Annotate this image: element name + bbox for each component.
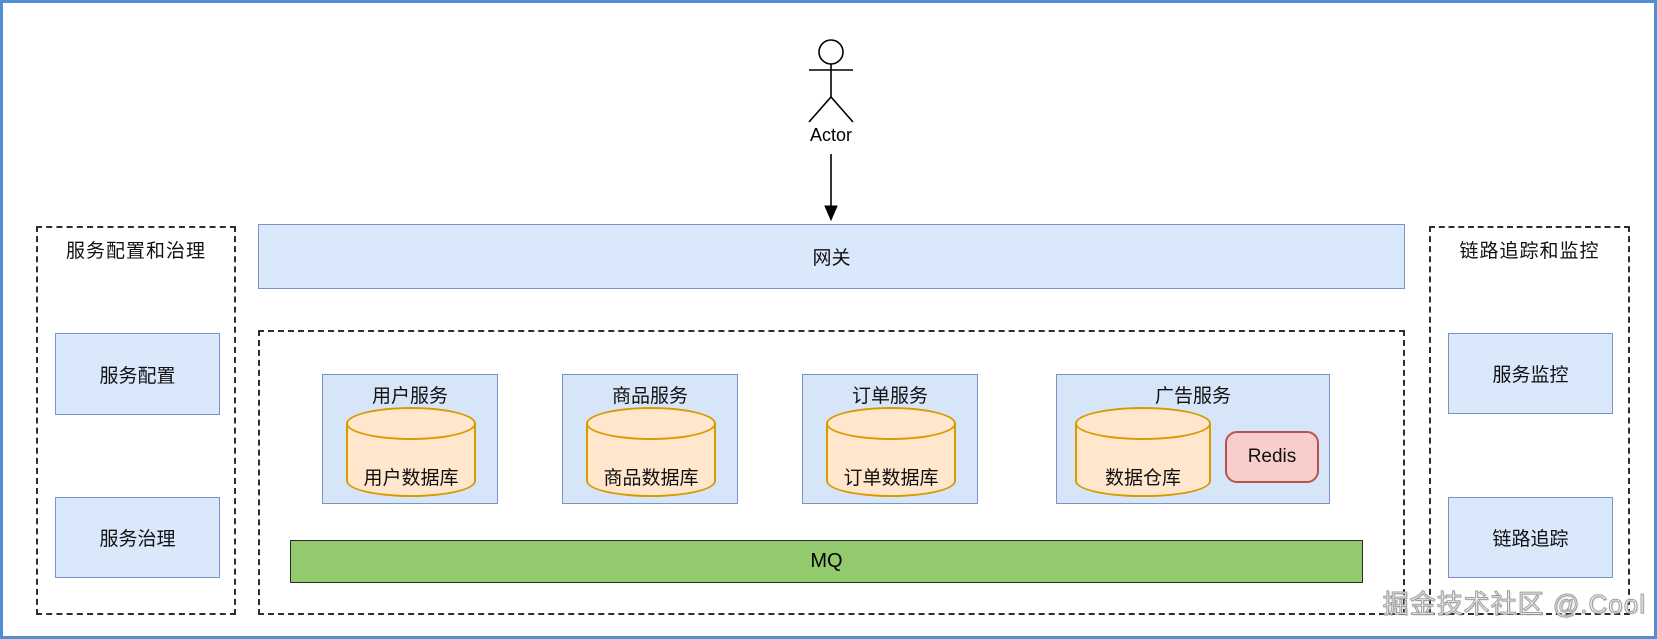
- user-service-box: 用户服务 用户数据库: [322, 374, 498, 504]
- service-title: 订单服务: [851, 386, 928, 407]
- service-title: 用户服务: [371, 386, 448, 407]
- link-tracing-label: 链路追踪: [1492, 529, 1569, 550]
- actor-icon: [808, 39, 854, 123]
- cylinder-top: [826, 407, 956, 440]
- service-config-label: 服务配置: [99, 365, 176, 387]
- database-label: 数据仓库: [1104, 468, 1181, 489]
- product-service-box: 商品服务 商品数据库: [562, 374, 738, 504]
- redis-label: Redis: [1247, 446, 1297, 467]
- actor-figure: [808, 39, 854, 222]
- product-database-cylinder-icon: 商品数据库: [586, 407, 716, 497]
- user-database-cylinder-icon: 用户数据库: [346, 407, 476, 497]
- service-governance-label: 服务治理: [99, 529, 176, 550]
- panel-title: 链路追踪和监控: [1459, 241, 1600, 262]
- service-config-box: 服务配置: [55, 333, 220, 415]
- order-service-box: 订单服务 订单数据库: [802, 374, 978, 504]
- redis-box: Redis: [1225, 431, 1319, 483]
- actor-label: Actor: [809, 125, 852, 145]
- service-monitoring-label: 服务监控: [1492, 365, 1569, 386]
- service-title: 广告服务: [1154, 386, 1231, 407]
- mq-label: MQ: [810, 550, 843, 572]
- cylinder-top: [1075, 407, 1211, 440]
- panel-service-config-governance: 服务配置和治理 服务配置 服务治理: [36, 226, 236, 615]
- data-warehouse-cylinder-icon: 数据仓库: [1075, 407, 1211, 497]
- service-governance-box: 服务治理: [55, 497, 220, 578]
- service-monitoring-box: 服务监控: [1448, 333, 1613, 414]
- link-tracing-box: 链路追踪: [1448, 497, 1613, 578]
- cylinder-top: [346, 407, 476, 440]
- watermark-text: 掘金技术社区 @.Cool: [1382, 589, 1646, 620]
- service-title: 商品服务: [611, 386, 688, 407]
- panel-tracing-monitoring: 链路追踪和监控 服务监控 链路追踪: [1429, 226, 1630, 615]
- ad-service-box: 广告服务 数据仓库 Redis: [1056, 374, 1330, 504]
- database-label: 商品数据库: [603, 468, 699, 489]
- database-label: 订单数据库: [843, 468, 939, 489]
- mq-bar: MQ: [290, 540, 1363, 583]
- services-panel: 用户服务 用户数据库 商品服务 商品数据库 订单服务 订单数据库: [258, 330, 1405, 615]
- gateway-label: 网关: [812, 248, 851, 269]
- cylinder-top: [586, 407, 716, 440]
- panel-title: 服务配置和治理: [65, 241, 206, 262]
- order-database-cylinder-icon: 订单数据库: [826, 407, 956, 497]
- gateway-box: 网关: [258, 224, 1405, 289]
- database-label: 用户数据库: [363, 468, 459, 489]
- down-arrow-icon: [824, 154, 838, 222]
